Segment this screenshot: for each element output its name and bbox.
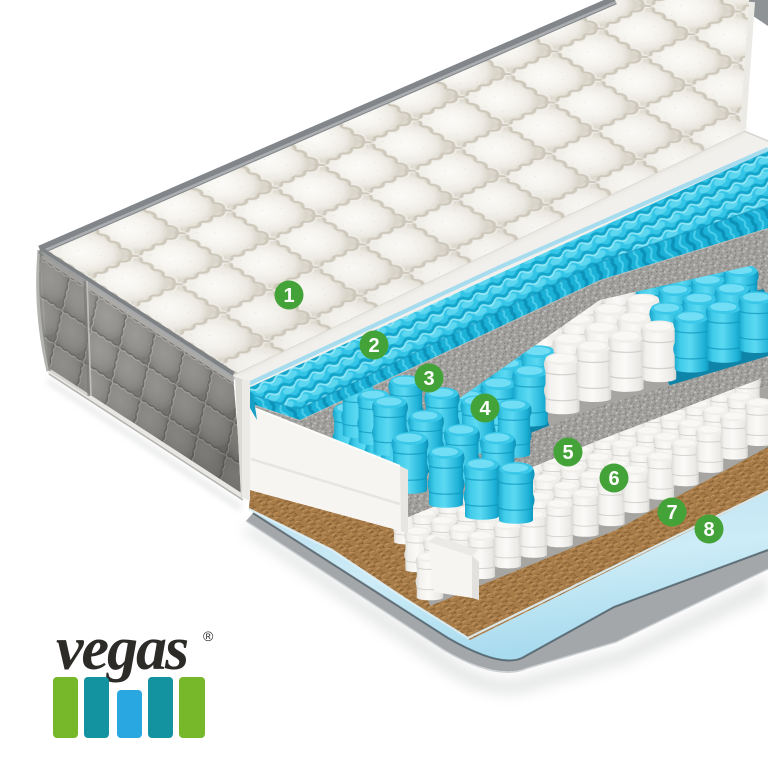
svg-text:6: 6: [608, 468, 619, 490]
svg-text:3: 3: [423, 368, 434, 390]
svg-text:5: 5: [562, 442, 573, 464]
svg-text:2: 2: [368, 335, 379, 357]
svg-text:1: 1: [283, 285, 294, 307]
svg-text:vegas: vegas: [56, 615, 188, 683]
svg-text:4: 4: [479, 398, 491, 420]
svg-text:®: ®: [203, 628, 214, 644]
svg-text:8: 8: [703, 519, 714, 541]
svg-text:7: 7: [666, 502, 677, 524]
